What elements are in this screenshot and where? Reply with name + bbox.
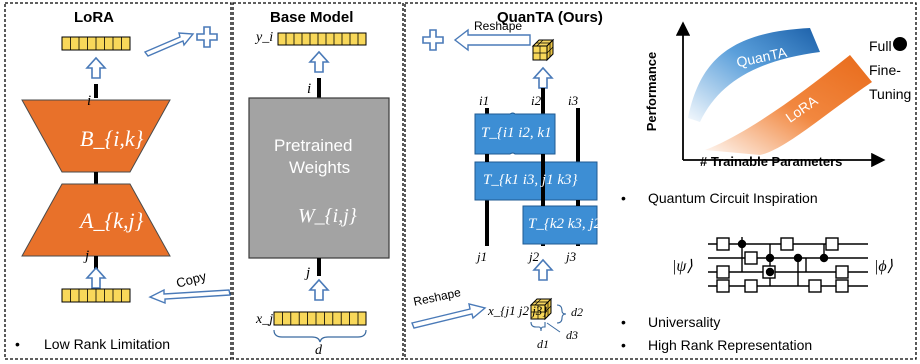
dim-brace-d3 [546, 322, 561, 333]
tensor-label-3: T_{k2 k3, j2 j3} [528, 216, 623, 232]
lora-bullet: Low Rank Limitation [44, 336, 171, 352]
lora-bullet-dot: • [15, 336, 20, 352]
base-dim-brace [273, 329, 367, 343]
dim-label-3: d3 [566, 328, 578, 342]
bottom-index-2: j2 [529, 249, 540, 264]
full-finetuning-dot [893, 37, 907, 51]
top-index-1: i1 [479, 93, 490, 108]
side-bullet-2: Universality [648, 314, 721, 330]
lora-index-i: i [87, 93, 92, 109]
side-bullet-3: High Rank Representation [648, 337, 813, 353]
quanta-panel-border [404, 2, 917, 360]
side-bullet-dot-1: • [621, 190, 626, 206]
side-bullet-dot-3: • [621, 337, 626, 353]
quantum-circuit [708, 237, 868, 293]
weights-symbol: W_{i,j} [298, 205, 357, 227]
lora-rank-line [94, 172, 98, 184]
base-dim-label: d [315, 343, 322, 358]
full-ft-line-1: Full [869, 38, 892, 54]
lora-index-i-line [94, 84, 98, 98]
weights-line-2: Weights [289, 158, 351, 177]
lora-curve-label: LoRA [782, 92, 821, 126]
copy-arrow [148, 288, 231, 305]
full-ft-line-3: Tuning [869, 86, 912, 102]
base-output-label: y_i [256, 30, 274, 45]
tensor-block-3 [522, 205, 598, 245]
dim-brace-d1 [530, 321, 546, 332]
side-bullet-dot-2: • [621, 314, 626, 330]
dim-label-2: d2 [571, 305, 583, 319]
top-index-2: i2 [531, 93, 542, 108]
lora-index-j-line [94, 256, 98, 270]
reshape-top-label: Reshape [474, 19, 523, 33]
base-index-j: j [306, 265, 311, 281]
base-index-i: i [307, 81, 312, 97]
lora-add-arrow [143, 32, 195, 57]
pretrained-weights-box [248, 97, 390, 259]
lora-a-label: A_{k,j} [80, 208, 144, 233]
quanta-title: QuanTA (Ours) [497, 9, 603, 26]
weights-line-1: Pretrained [274, 136, 353, 155]
quanta-input-label: x_{j1 j2 j3} [488, 303, 548, 318]
tensor-label-2: T_{k1 i3, j1 k3} [483, 172, 578, 188]
lora-output-vector [61, 36, 131, 51]
lora-a-trapezoid [21, 183, 171, 257]
base-index-j-line [317, 258, 321, 276]
link-k3 [576, 200, 580, 206]
side-bullet-1: Quantum Circuit Inspiration [648, 190, 818, 206]
bottom-index-3: j3 [566, 249, 577, 264]
quanta-curve [688, 28, 820, 122]
base-index-i-line [317, 78, 321, 98]
lora-panel-border [4, 2, 232, 360]
reshape-top-arrow [453, 28, 531, 52]
base-title: Base Model [270, 9, 354, 26]
lora-title: LoRA [74, 9, 114, 26]
full-ft-line-2: Fine- [869, 62, 901, 78]
ket-phi: |ϕ⟩ [874, 258, 893, 275]
reshape-bottom-label: Reshape [412, 285, 462, 309]
tensor-block-1 [474, 112, 556, 155]
lora-index-j: j [85, 248, 90, 264]
base-input-vector [273, 311, 367, 326]
tensor-label-1: T_{i1 i2, k1 k2} [481, 125, 576, 141]
base-output-vector [277, 32, 367, 46]
top-index-3: i3 [568, 93, 579, 108]
ket-psi: |ψ⟩ [672, 258, 693, 275]
quanta-curve-label: QuanTA [734, 43, 789, 71]
reshape-bottom-arrow [411, 303, 487, 329]
base-panel-border [232, 2, 404, 360]
lora-b-trapezoid [21, 99, 171, 173]
dim-brace-d2 [556, 304, 567, 324]
chart-xlabel: # Trainable Parameters [700, 154, 843, 169]
lora-input-vector [61, 288, 131, 303]
bottom-index-1: j1 [477, 249, 488, 264]
lora-b-label: B_{i,k} [80, 126, 144, 151]
chart-ylabel: Performance [644, 51, 660, 132]
link-k1 [485, 154, 489, 162]
tensor-block-2 [474, 161, 598, 201]
base-input-label: x_j [256, 312, 274, 327]
lora-curve [705, 55, 872, 155]
copy-label: Copy [174, 268, 208, 291]
dim-label-1: d1 [537, 337, 549, 351]
link-k2 [541, 154, 545, 206]
